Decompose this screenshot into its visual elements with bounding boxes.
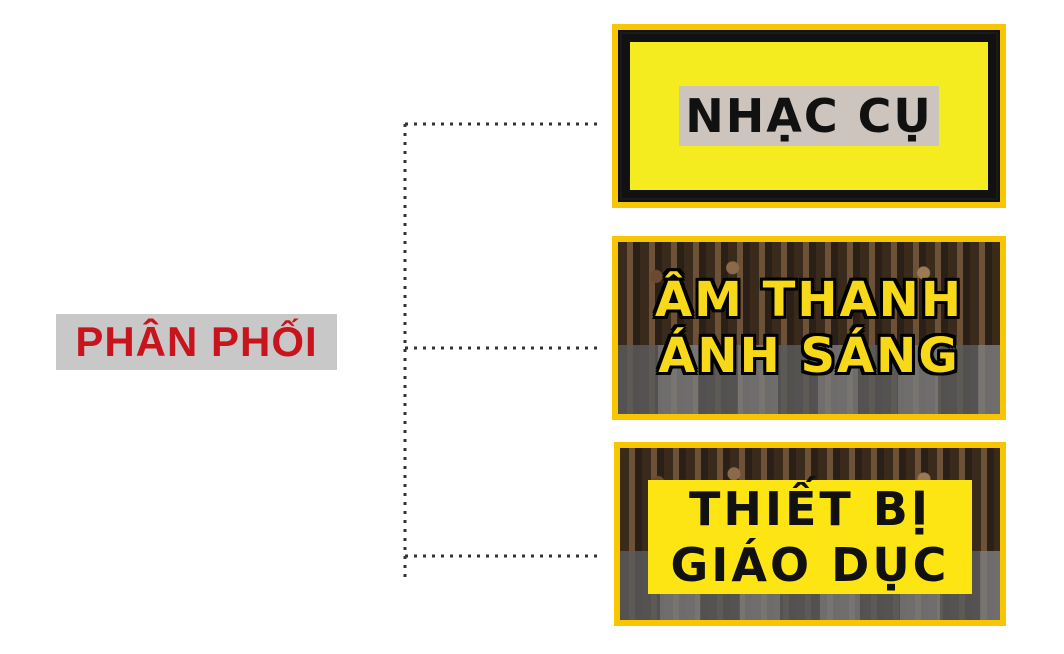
branch-box-nhac-cu: NHẠC CỤ <box>612 24 1006 208</box>
crowd-background-image <box>618 242 1000 414</box>
branch-label-giao-duc: GIÁO DỤC <box>670 538 950 592</box>
root-node: PHÂN PHỐI <box>56 314 337 370</box>
branch-box-nhac-cu-panel: NHẠC CỤ <box>630 42 988 190</box>
branch-box-thiet-bi-giao-duc: THIẾT BỊ GIÁO DỤC <box>614 442 1006 626</box>
root-label: PHÂN PHỐI <box>75 318 318 365</box>
branch-box-am-thanh-anh-sang: ÂM THANH ÁNH SÁNG <box>612 236 1006 420</box>
branch-label-nhac-cu: NHẠC CỤ <box>679 86 939 146</box>
branch-label-anh-sang: ÁNH SÁNG <box>658 328 960 384</box>
branch-label-am-thanh: ÂM THANH <box>654 272 964 328</box>
branch-plate-thiet-bi-giao-duc: THIẾT BỊ GIÁO DỤC <box>648 480 972 594</box>
branch-label-thiet-bi: THIẾT BỊ <box>689 482 931 536</box>
